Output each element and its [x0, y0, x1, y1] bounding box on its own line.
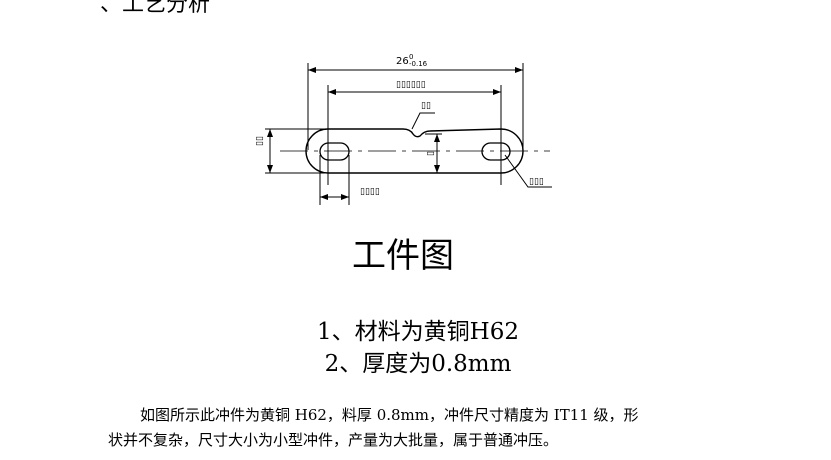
tolerance-lower: -0.16 [409, 60, 428, 68]
tolerance-upper: 0 [409, 53, 413, 61]
left-slot [319, 142, 350, 161]
spec-thickness: 2、厚度为0.8mm [324, 351, 512, 377]
notch-leader [411, 112, 435, 130]
notch-label: ▯▯ [421, 101, 431, 111]
workpiece-drawing: 26 0 -0.16 ▯▯▯▯▯▯ ▯▯ ▯▯ ▯ ▯▯▯▯ ▯▯▯ [255, 53, 552, 205]
height-label: ▯▯ [255, 136, 265, 146]
section-heading: 、工艺分析 [100, 0, 211, 17]
part-outline [305, 128, 524, 174]
overall-dim-text: 26 [396, 56, 409, 67]
center-distance-label: ▯▯▯▯▯▯ [396, 80, 426, 90]
paragraph-line-1: 如图所示此冲件为黄铜 H62，料厚 0.8mm，冲件尺寸精度为 IT11 级，形 [140, 406, 639, 424]
spec-material: 1、材料为黄铜H62 [317, 319, 519, 345]
slot-radius-label: ▯▯▯ [529, 177, 544, 187]
radius-leader [504, 154, 552, 188]
right-slot [481, 142, 511, 161]
depth-label: ▯ [426, 151, 436, 156]
paragraph-line-2: 状并不复杂，尺寸大小为小型冲件，产量为大批量，属于普通冲压。 [108, 431, 559, 449]
figure-caption: 工件图 [352, 236, 454, 276]
slot-width-label: ▯▯▯▯ [360, 187, 380, 197]
